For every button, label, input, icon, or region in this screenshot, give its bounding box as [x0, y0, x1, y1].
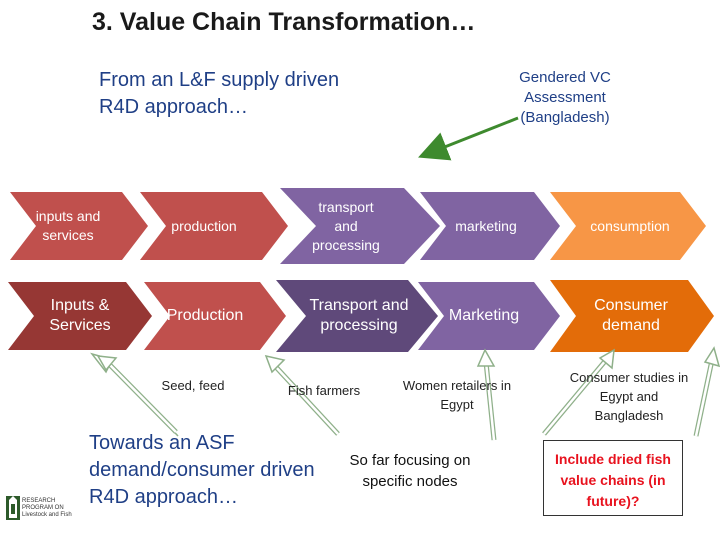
row2-chevron-transport — [276, 280, 438, 352]
row1-label-transport: transport and processing — [312, 198, 380, 253]
towards-approach-text: Towards an ASF demand/consumer driven R4… — [89, 432, 315, 508]
row2-chevron-production — [144, 282, 286, 350]
gendered-vc-label: Gendered VC Assessment (Bangladesh) — [519, 69, 611, 126]
row2-label-inputs: Inputs & Services — [49, 297, 111, 334]
row1-chevron-production — [140, 192, 288, 260]
outline-arrowhead-transport — [264, 354, 286, 374]
dried-fish-question-box: Include dried fish value chains (in futu… — [543, 440, 683, 516]
row1-label-inputs: inputs and services — [35, 208, 101, 243]
logo-text: RESEARCH PROGRAM ON Livestock and Fish — [22, 498, 72, 518]
note-seed-feed: Seed, feed — [161, 378, 225, 393]
row2-label-transport: Transport and processing — [309, 297, 409, 334]
gendered-vc-arrow — [418, 116, 519, 161]
row1-label-production: production — [171, 217, 237, 234]
row2-chevron-marketing — [418, 282, 560, 350]
outline-arrowhead-consumer — [598, 348, 615, 370]
outline-arrowhead-marketing — [476, 348, 496, 367]
cgiar-logo-icon — [4, 496, 26, 534]
row2-chevron-inputs — [8, 282, 152, 350]
row1-chevron-inputs — [10, 192, 148, 260]
outline-arrowhead-inputs — [96, 355, 118, 372]
row2-label-marketing: Marketing — [448, 307, 520, 324]
row1-chevron-consumption — [550, 192, 706, 260]
row1-chevron-transport — [280, 188, 440, 264]
row2-chevron-consumer — [550, 280, 714, 352]
row2-label-production: Production — [166, 307, 244, 324]
note-women-retailers: Women retailers in Egypt — [402, 378, 512, 412]
row2-label-consumer: Consumer demand — [594, 297, 668, 334]
row1-label-consumption: consumption — [590, 217, 670, 234]
outline-arrowhead-right — [703, 346, 720, 368]
note-consumer-studies: Consumer studies in Egypt and Bangladesh — [569, 370, 689, 423]
so-far-text: So far focusing on specific nodes — [349, 452, 471, 490]
slide-title: 3. Value Chain Transformation… — [92, 8, 476, 36]
row1-label-marketing: marketing — [455, 217, 517, 234]
note-fish-farmers: Fish farmers — [287, 383, 361, 398]
from-approach-text: From an L&F supply driven R4D approach… — [99, 69, 340, 118]
row1-chevron-marketing — [420, 192, 560, 260]
